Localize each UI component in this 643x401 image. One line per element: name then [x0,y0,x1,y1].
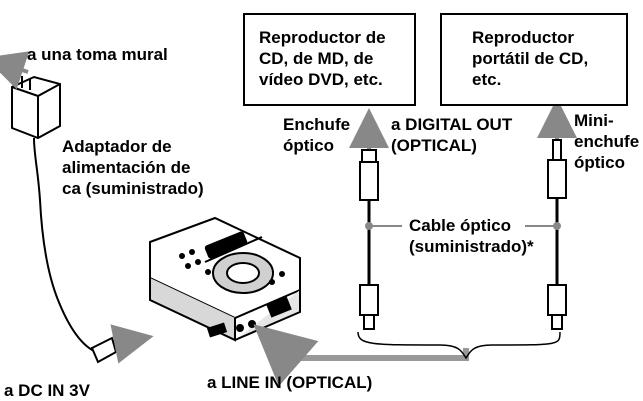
optical-mini-plug-icon [537,98,577,330]
optical-mini-plug-label: Mini- enchufe óptico [574,111,640,172]
adapter-label: Adaptador de alimentación de ca (suminis… [62,137,204,198]
ac-adapter-icon [8,58,97,353]
optical-cable-label: Cable óptico (suministrado)* [409,216,534,256]
wall-outlet-arrow-icon [0,51,30,90]
dc-in-label: a DC IN 3V [4,381,90,400]
line-in-arrow-icon [253,324,469,387]
digital-out-label: a DIGITAL OUT (OPTICAL) [391,115,513,155]
portable-cd-player-label: Reproductor portátil de CD, etc. [472,28,589,89]
cd-md-dvd-player-box: Reproductor de CD, de MD, de vídeo DVD, … [243,13,416,106]
wall-outlet-label: a una toma mural [27,45,168,64]
optical-plug-icon [349,108,389,330]
md-recorder-icon [149,216,301,342]
line-in-label: a LINE IN (OPTICAL) [207,373,373,392]
dc-plug-icon [90,324,154,364]
cd-md-dvd-player-label: Reproductor de CD, de MD, de vídeo DVD, … [259,28,386,89]
optical-plug-label: Enchufe óptico [283,115,351,155]
portable-cd-player-box: Reproductor portátil de CD, etc. [440,13,628,106]
